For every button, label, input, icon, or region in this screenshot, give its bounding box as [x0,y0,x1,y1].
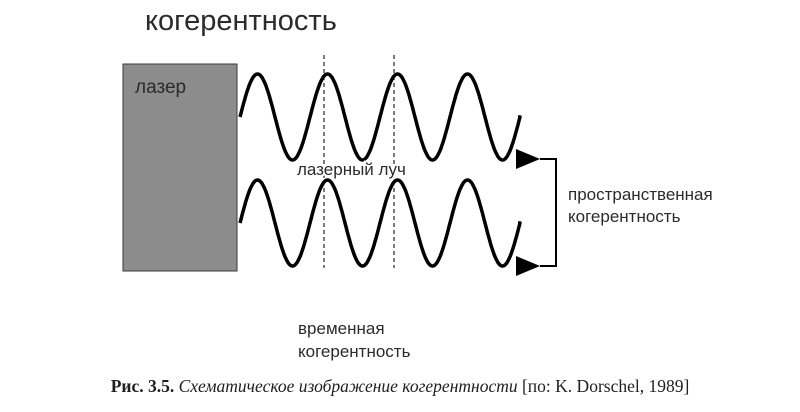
caption-text: Схематическое изображение когерентности [178,376,518,396]
arrow-head-bottom [516,256,540,276]
temporal-label-line1: временная [298,319,385,338]
beam-label: лазерный луч [297,160,406,179]
wave-top [238,72,522,162]
arrow-head-top [516,149,540,169]
diagram-title: когерентность [145,5,337,37]
laser-label: лазер [135,77,186,98]
spatial-bracket [540,158,557,267]
caption-source: [по: K. Dorschel, 1989] [521,376,690,396]
spatial-label-line2: когерентность [568,207,681,226]
temporal-label-line2: когерентность [298,342,411,361]
spatial-label-line1: пространственная [568,185,713,204]
caption-number: Рис. 3.5. [110,376,175,396]
laser-box [122,63,238,272]
figure-caption: Рис. 3.5. Схематическое изображение коге… [0,376,800,397]
wave-bottom [238,178,522,268]
